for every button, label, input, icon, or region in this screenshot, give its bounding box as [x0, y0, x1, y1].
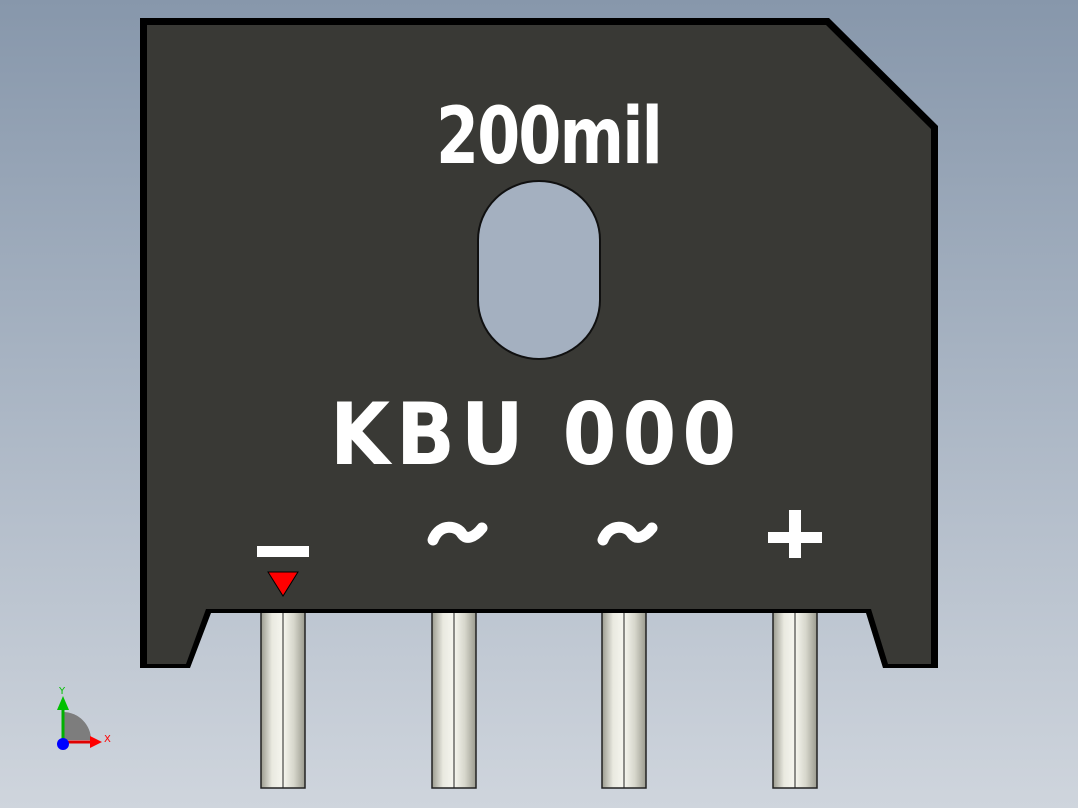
part-number-label: KBU 000 [330, 385, 743, 485]
triad-x-label: X [104, 734, 111, 745]
pin-1-marker [267, 571, 299, 597]
pin-leads [260, 611, 818, 789]
tilde-icon [597, 521, 658, 546]
pin-2-lead[interactable] [431, 611, 477, 789]
package-size-label: 200mil [436, 92, 663, 182]
tilde-icon [427, 521, 488, 546]
pin-4-lead[interactable] [772, 611, 818, 789]
pin-4-symbol: + [780, 510, 781, 511]
pin-3-lead[interactable] [601, 611, 647, 789]
coordinate-triad[interactable] [57, 696, 102, 750]
pin-3-symbol: ~ [610, 510, 611, 511]
pin-1-symbol: — [262, 522, 263, 523]
pin-symbol-minus-bar [257, 546, 309, 557]
pin-symbol-plus [768, 510, 822, 558]
mounting-hole[interactable] [477, 180, 601, 360]
triad-y-label: Y [59, 686, 66, 697]
pin-1-lead[interactable] [260, 611, 306, 789]
pin-2-symbol: ~ [440, 510, 441, 511]
